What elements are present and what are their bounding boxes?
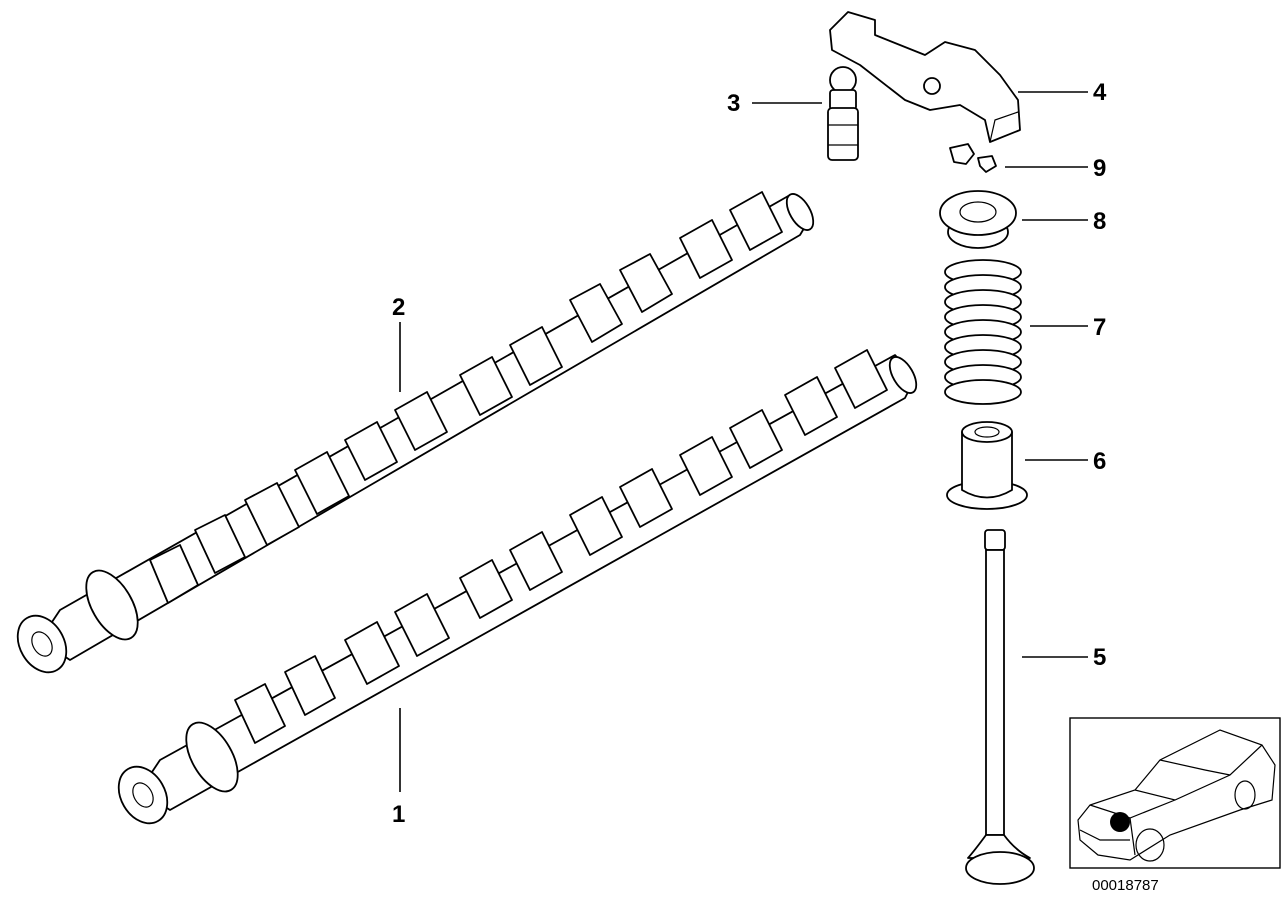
reference-number: 00018787	[1092, 877, 1159, 894]
lash-adjuster-3	[827, 66, 859, 161]
valve-stem-seal-6	[946, 421, 1028, 510]
car-location-inset-icon	[1069, 717, 1281, 869]
valve-keepers-9	[949, 143, 997, 173]
callout-3: 3	[727, 90, 740, 117]
callout-8: 8	[1093, 208, 1106, 235]
valve-spring-7	[944, 259, 1022, 405]
spring-retainer-8	[939, 190, 1017, 249]
leader-lines	[399, 91, 1088, 792]
callout-5: 5	[1093, 644, 1106, 671]
callout-2: 2	[392, 294, 405, 321]
callout-7: 7	[1093, 314, 1106, 341]
rocker-arm-4	[829, 11, 1021, 143]
camshaft-2	[16, 191, 815, 674]
callout-4: 4	[1093, 79, 1107, 106]
valve-5	[965, 529, 1035, 885]
camshaft-1	[117, 349, 918, 825]
callout-1: 1	[392, 801, 405, 828]
callout-9: 9	[1093, 155, 1106, 182]
callout-6: 6	[1093, 448, 1106, 475]
callout-labels: 1 2 3 4 5 6 7 8 9	[392, 79, 1107, 828]
